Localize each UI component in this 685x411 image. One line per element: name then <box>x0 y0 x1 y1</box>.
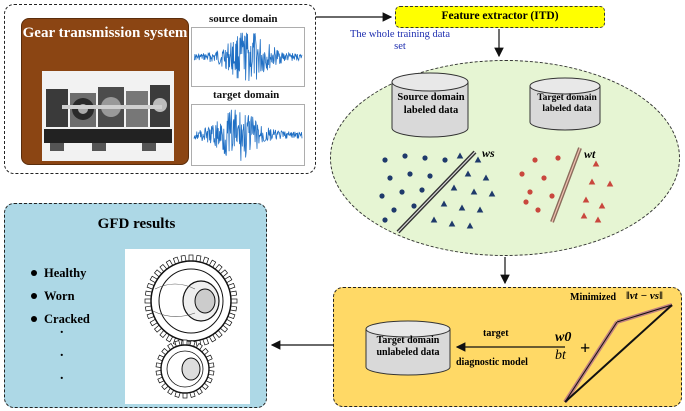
source-class-b-point <box>440 200 448 207</box>
source-class-a-point <box>387 175 393 181</box>
feature-extractor-box: Feature extractor (ITD) <box>395 6 605 28</box>
target-class-b-point <box>594 216 602 223</box>
target-class-a-point <box>535 207 541 213</box>
source-domain-label: source domain <box>209 13 278 25</box>
target-class-b-point <box>580 212 588 219</box>
target-class-a-point <box>519 171 525 177</box>
plus-sign: + <box>580 338 591 358</box>
source-class-a-point <box>402 153 408 159</box>
source-class-a-point <box>379 193 385 199</box>
bullet-icon <box>31 270 37 277</box>
gear-system-box: Gear transmission system source domain t… <box>4 4 316 174</box>
source-class-a-point <box>399 189 405 195</box>
target-class-b-point <box>606 180 614 187</box>
source-class-a-point <box>382 157 388 163</box>
target-db-label: Target domain labeled data <box>537 93 597 114</box>
source-class-b-point <box>430 216 438 223</box>
source-class-a-point <box>407 171 413 177</box>
gear-pair-image <box>125 249 250 404</box>
minimized-expression: ‖vt − vs‖ <box>626 290 663 302</box>
source-class-b-point <box>488 190 496 197</box>
source-class-a-point <box>419 187 425 193</box>
bt-label: bt <box>555 348 566 363</box>
gear-transmission-title: Gear transmission system <box>22 25 188 41</box>
source-class-b-point <box>456 152 464 159</box>
ellipsis-dot: . <box>60 345 64 360</box>
target-signal-plot <box>191 104 305 166</box>
source-signal-plot <box>191 27 305 87</box>
domain-scatter-area <box>379 72 614 234</box>
target-class-b-point <box>598 202 606 209</box>
source-class-a-point <box>422 155 428 161</box>
unlabeled-database-icon <box>365 320 451 376</box>
source-class-b-point <box>482 174 490 181</box>
source-class-b-point <box>476 206 484 213</box>
target-class-b-point <box>592 160 600 167</box>
result-item-cracked: Cracked <box>31 312 90 327</box>
bullet-icon <box>31 316 37 323</box>
source-database-icon <box>391 72 469 138</box>
source-class-b-point <box>448 220 456 227</box>
gfd-results-box: GFD results Healthy Worn Cracked . . . <box>4 203 267 408</box>
ws-label: ws <box>482 146 495 160</box>
source-class-a-point <box>442 157 448 163</box>
machine-image <box>42 71 174 161</box>
source-class-b-point <box>466 222 474 229</box>
source-class-a-point <box>411 203 417 209</box>
ellipsis-dot: . <box>60 368 64 383</box>
source-class-a-point <box>427 173 433 179</box>
result-item-worn: Worn <box>31 289 75 304</box>
source-class-a-point <box>382 217 388 223</box>
target-label: target <box>483 328 509 339</box>
unlabeled-db-label: Target domain unlabeled data <box>376 335 440 358</box>
source-db-label: Source domain labeled data <box>397 92 465 116</box>
target-database-icon <box>529 77 601 131</box>
target-domain-label: target domain <box>213 89 280 101</box>
bullet-icon <box>31 293 37 300</box>
source-class-b-point <box>464 170 472 177</box>
minimized-label: Minimized <box>570 292 617 303</box>
ellipsis-dot: . <box>60 322 64 337</box>
diagnostic-model-label: diagnostic model <box>456 357 528 368</box>
gear-transmission-card: Gear transmission system <box>21 18 189 165</box>
target-class-a-point <box>527 189 533 195</box>
target-class-a-point <box>541 175 547 181</box>
target-class-b-point <box>582 196 590 203</box>
result-item-healthy: Healthy <box>31 266 86 281</box>
w0-label: w0 <box>555 330 572 345</box>
source-class-b-point <box>450 184 458 191</box>
model-drawing <box>365 303 673 404</box>
target-class-a-point <box>523 199 529 205</box>
domain-adaptation-ellipse <box>330 60 680 256</box>
target-class-b-point <box>588 178 596 185</box>
target-class-a-point <box>532 157 538 163</box>
target-class-a-point <box>555 155 561 161</box>
source-class-b-point <box>474 156 482 163</box>
source-class-a-point <box>391 207 397 213</box>
training-data-note: The whole training data set <box>349 29 450 52</box>
target-class-a-point <box>549 193 555 199</box>
source-class-b-point <box>470 188 478 195</box>
source-class-b-point <box>458 204 466 211</box>
wt-label: wt <box>584 147 596 161</box>
gfd-title: GFD results <box>97 216 176 232</box>
